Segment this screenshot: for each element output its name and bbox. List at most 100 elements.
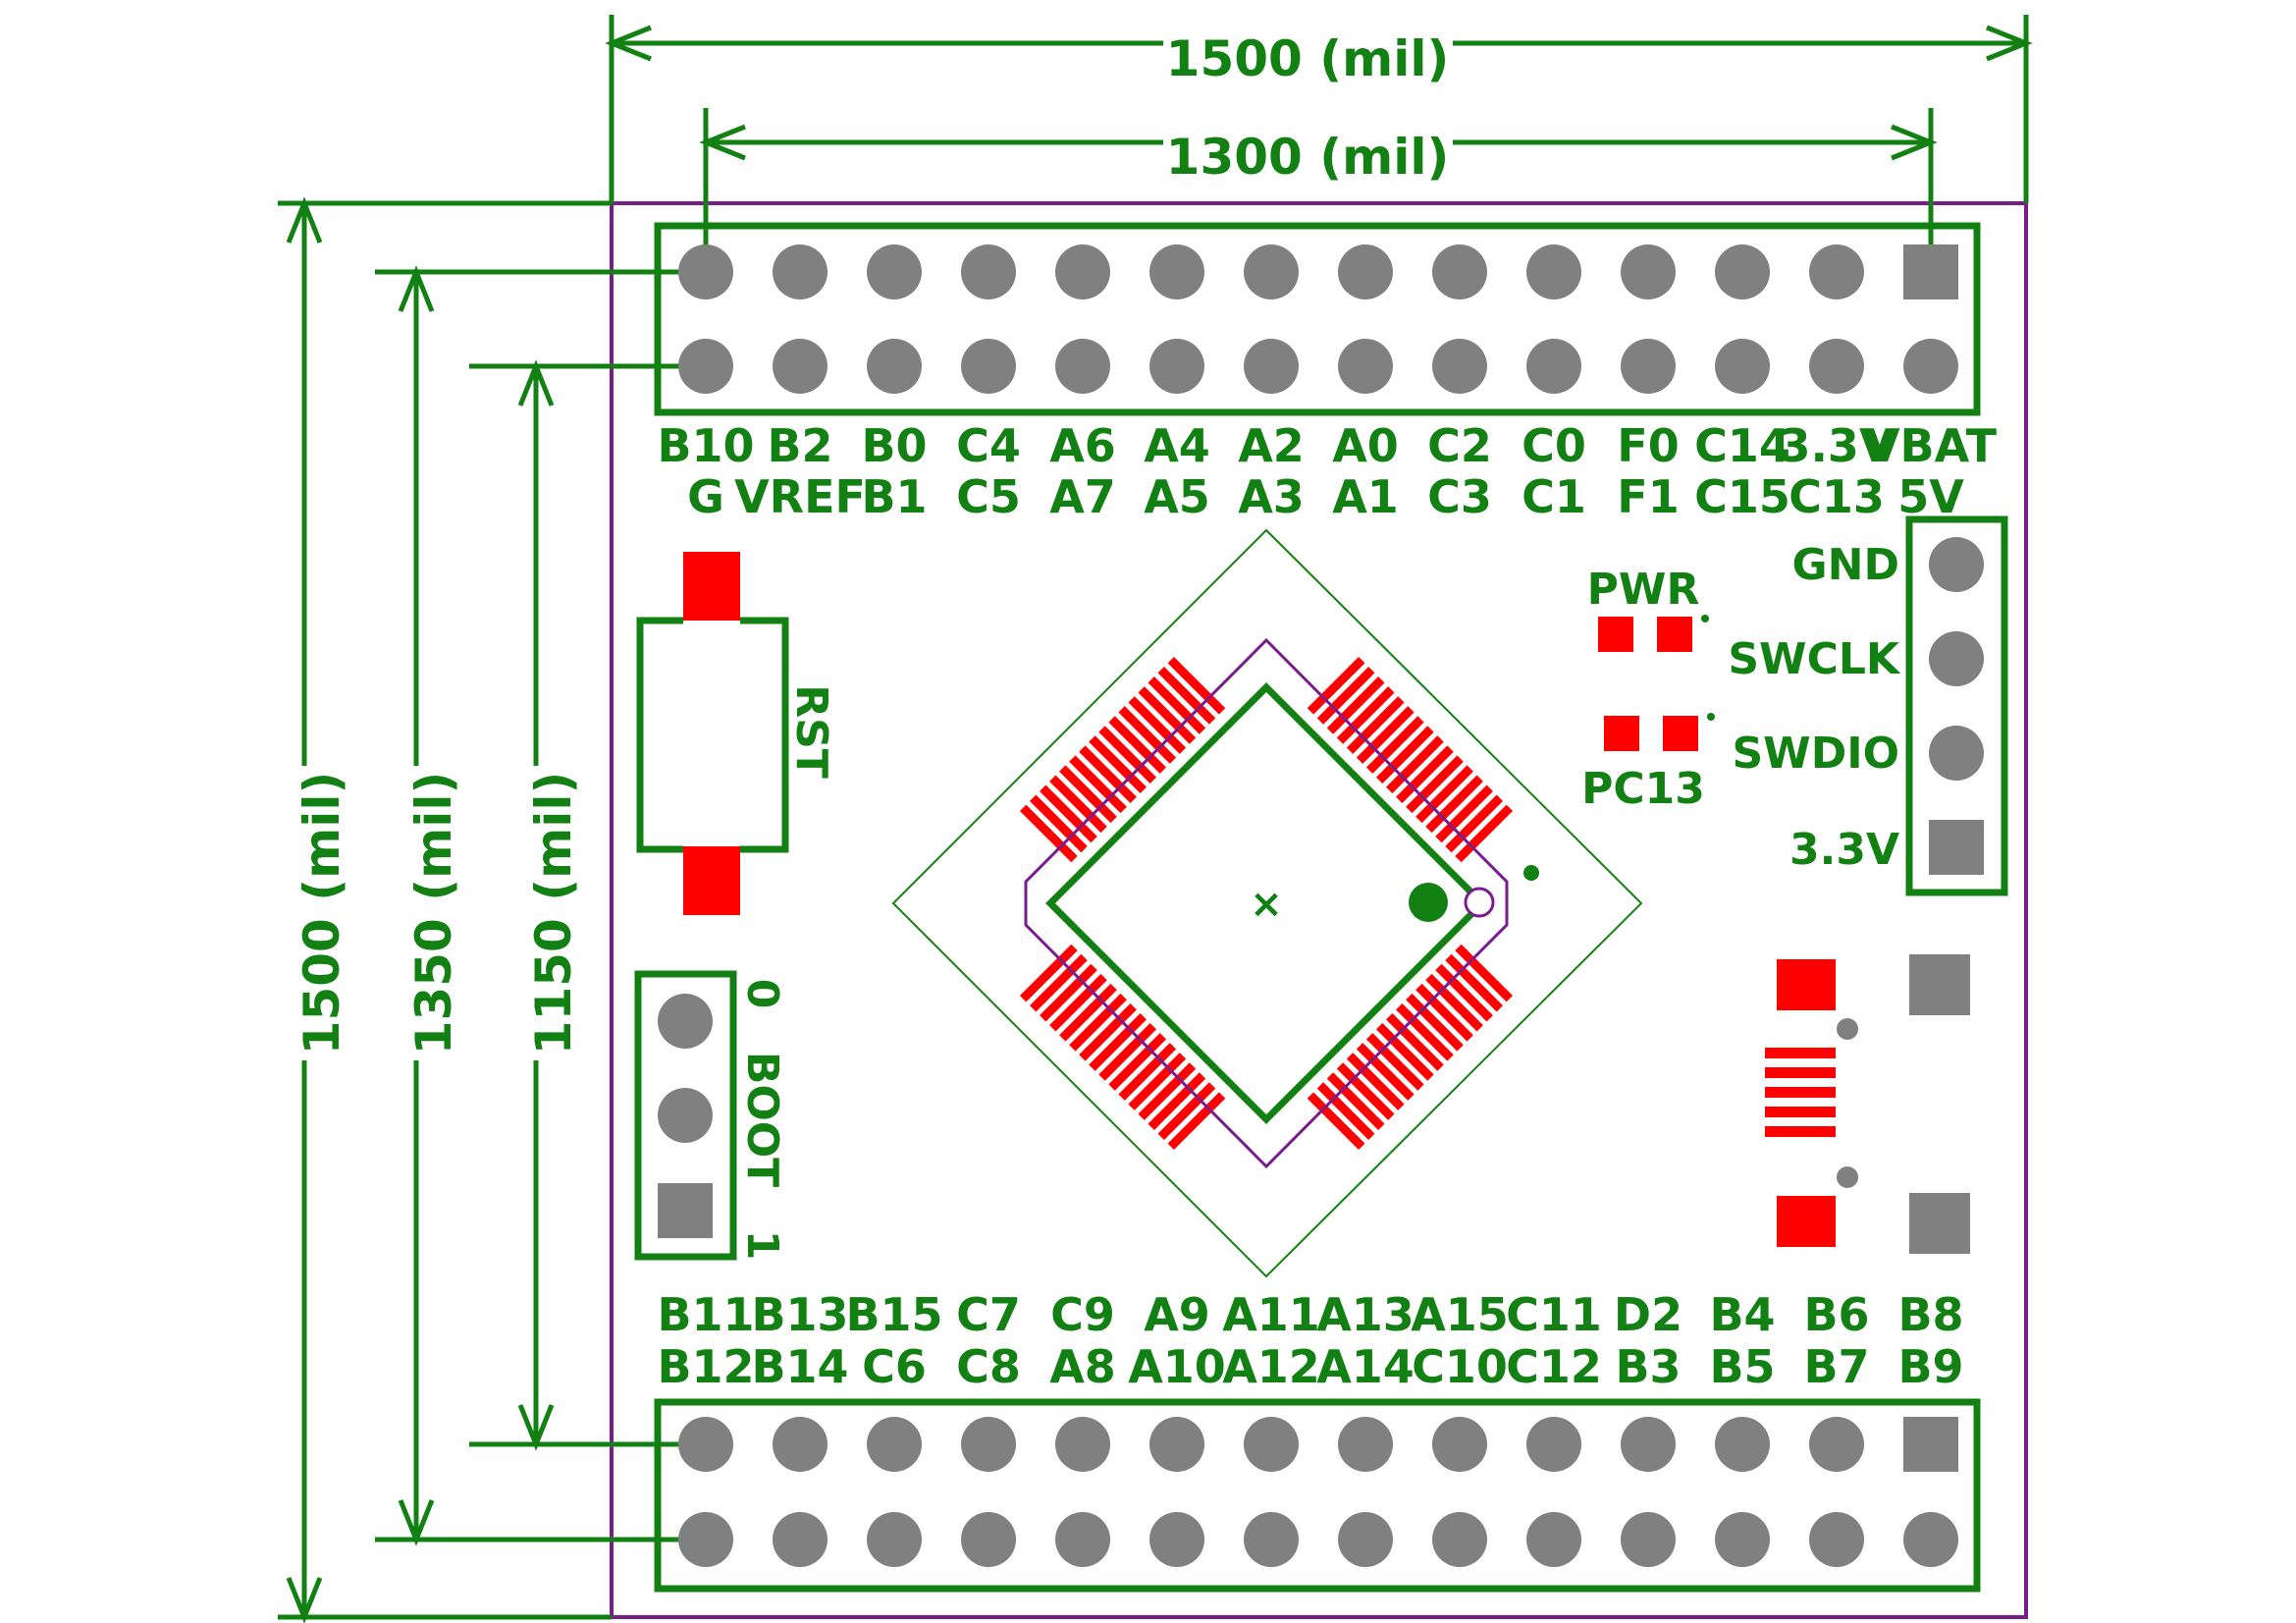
top-header-pin-r1-c2	[773, 244, 828, 299]
top-label-12-row2: C15	[1694, 470, 1790, 523]
bottom-label-3-row1: B15	[845, 1288, 942, 1341]
top-header-pin-r2-c14	[1903, 339, 1958, 394]
bottom-header-pin-r1-c12	[1715, 1417, 1770, 1472]
mcu-pad-45	[1138, 1062, 1197, 1120]
top-header-pin-r1-c14	[1903, 244, 1958, 299]
mcu-pad-53	[1128, 696, 1187, 754]
dimension-width-inner	[699, 108, 1938, 275]
mcu-center-mark: ×	[1250, 882, 1283, 927]
bottom-label-9-row1: A15	[1411, 1288, 1509, 1341]
bottom-header-pin-r1-c7	[1244, 1417, 1299, 1472]
bottom-header-pin-r2-c6	[1149, 1512, 1204, 1567]
mcu-pad-29	[1336, 1062, 1395, 1120]
mcu-pad-15	[1445, 794, 1503, 853]
top-header-pins	[678, 244, 1958, 394]
top-label-7-row2: A3	[1238, 470, 1305, 523]
top-header-pin-r2-c6	[1149, 339, 1204, 394]
bottom-header-pin-r2-c2	[773, 1512, 828, 1567]
mcu-pad-34	[1030, 953, 1088, 1012]
mcu-pad-23	[1396, 1002, 1454, 1061]
top-label-12-row1: C14	[1694, 419, 1790, 472]
top-label-14-row1: VBAT	[1865, 419, 1998, 472]
top-label-1-row1: B10	[657, 419, 754, 472]
led-power-pad-2	[1657, 617, 1692, 652]
mcu-pad-5	[1346, 696, 1405, 754]
bottom-label-6-row2: A10	[1128, 1340, 1226, 1393]
mcu-courtyard	[891, 528, 1643, 1278]
bottom-header-pin-r2-c4	[961, 1512, 1016, 1567]
mcu-pad-31	[1316, 1082, 1375, 1140]
mcu-pad-49	[1167, 656, 1226, 715]
mcu-pad-58	[1079, 745, 1137, 804]
bottom-header-pin-r2-c8	[1338, 1512, 1393, 1567]
usb-connector-footprint	[1765, 954, 1970, 1254]
bottom-header-labels: B11 B13 B15 C7 C9 A9 A11 A13 A15 C11 D2 …	[657, 1288, 1963, 1393]
top-header-pin-r1-c6	[1149, 244, 1204, 299]
top-header-pin-r1-c5	[1055, 244, 1110, 299]
boot-label-1: 1	[737, 1230, 787, 1261]
bottom-label-12-row2: B5	[1709, 1340, 1775, 1393]
mcu-pad-7	[1365, 716, 1424, 774]
top-header-pin-r2-c8	[1338, 339, 1393, 394]
mcu-body-silkscreen	[1045, 682, 1487, 1124]
bottom-label-14-row1: B8	[1897, 1288, 1963, 1341]
led-power-pad-1	[1598, 617, 1633, 652]
mcu-pad-41	[1098, 1023, 1156, 1081]
dimension-width-outer-label: 1500 (mil)	[1166, 30, 1450, 87]
bottom-label-10-row2: C12	[1506, 1340, 1602, 1393]
swd-label-swclk: SWCLK	[1728, 634, 1901, 684]
bottom-header-pin-r2-c5	[1055, 1512, 1110, 1567]
mcu-pad-38	[1069, 993, 1127, 1052]
top-label-4-row1: C4	[956, 419, 1021, 472]
mcu-pad-46	[1148, 1072, 1206, 1130]
bottom-label-2-row1: B13	[751, 1288, 848, 1341]
dimension-height-mid-label: 1350 (mil)	[405, 772, 462, 1055]
mcu-pad-16	[1455, 804, 1514, 863]
bottom-label-8-row1: A13	[1316, 1288, 1415, 1341]
top-label-1-row2: G	[687, 470, 724, 523]
top-label-9-row1: C2	[1427, 419, 1492, 472]
bottom-header-pin-r1-c14	[1903, 1417, 1958, 1472]
mcu-pad-44	[1128, 1053, 1187, 1110]
top-label-14-row2: 5V	[1897, 470, 1964, 523]
mcu-pad-2	[1316, 667, 1375, 725]
bottom-header-pin-r2-c12	[1715, 1512, 1770, 1567]
mcu-pad-9	[1386, 735, 1444, 793]
led-power-polarity-dot	[1701, 615, 1709, 622]
top-label-3-row1: B0	[861, 419, 927, 472]
top-label-5-row1: A6	[1049, 419, 1116, 472]
mcu-pad-6	[1356, 706, 1415, 764]
mcu-pad-14	[1435, 784, 1493, 843]
top-label-13-row2: C13	[1789, 470, 1885, 523]
mcu-pad-28	[1346, 1053, 1405, 1110]
mcu-pad-10	[1396, 745, 1454, 804]
top-header-pin-r2-c2	[773, 339, 828, 394]
bottom-header-pin-r2-c11	[1621, 1512, 1676, 1567]
bottom-label-5-row2: A8	[1049, 1340, 1116, 1393]
mcu-pad-20	[1425, 973, 1483, 1032]
mcu-pad-61	[1049, 775, 1107, 834]
swd-header-outline	[1905, 515, 2008, 896]
swd-pin-gnd	[1929, 537, 1984, 592]
mcu-pad-25	[1376, 1023, 1434, 1081]
mcu-pad-3	[1326, 676, 1385, 734]
top-label-4-row2: C5	[956, 470, 1021, 523]
bottom-header-pin-r1-c5	[1055, 1417, 1110, 1472]
mcu-pad-60	[1059, 765, 1117, 824]
bottom-header-pin-r1-c9	[1432, 1417, 1487, 1472]
mcu-pad-63	[1030, 794, 1088, 853]
mcu-pad-17	[1455, 944, 1514, 1002]
top-label-6-row2: A5	[1144, 470, 1210, 523]
mcu-pad-37	[1059, 983, 1117, 1042]
led-user-label: PC13	[1581, 764, 1705, 814]
top-header-pin-r2-c4	[961, 339, 1016, 394]
top-header-pin-r1-c11	[1621, 244, 1676, 299]
mcu-pad-40	[1089, 1013, 1147, 1071]
bottom-label-6-row1: A9	[1144, 1288, 1210, 1341]
bottom-header-pin-r1-c2	[773, 1417, 828, 1472]
bottom-header-pin-r1-c4	[961, 1417, 1016, 1472]
bottom-header-pin-r2-c9	[1432, 1512, 1487, 1567]
boot-pin-1	[658, 1183, 713, 1238]
mcu-pin1-hole	[1464, 887, 1495, 918]
top-label-11-row1: F0	[1617, 419, 1679, 472]
